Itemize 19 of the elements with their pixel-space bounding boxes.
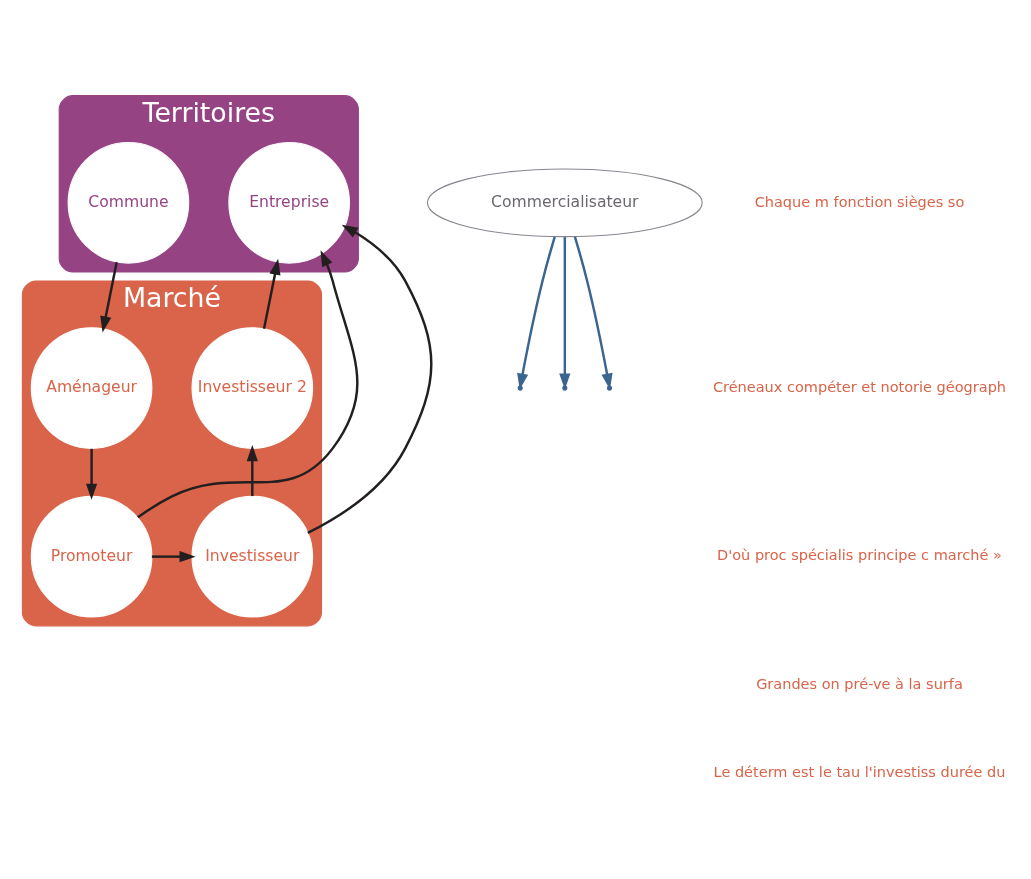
label: Créneaux compéter et notorie géograph <box>712 378 1006 395</box>
node-ellipse: Commercialisateur <box>426 167 703 237</box>
node-circle: Entreprise <box>227 141 350 264</box>
label: Le déterm est le tau l'investiss durée du <box>713 763 1005 780</box>
label: Grandes on pré-ve à la surfa <box>755 675 963 692</box>
label: Chaque m fonction sièges so <box>754 193 964 210</box>
arrow <box>573 235 613 390</box>
node-circle: Aménageur <box>30 326 152 449</box>
arrow <box>262 258 280 329</box>
node-circle: Investisseur <box>191 495 313 617</box>
arrow <box>99 261 118 332</box>
arrow <box>85 448 97 500</box>
node-circle: Commune <box>67 141 189 264</box>
node-circle: Investisseur 2 <box>191 326 313 449</box>
node-circle: Promoteur <box>30 495 152 617</box>
arrow <box>246 444 258 496</box>
arrow <box>151 550 196 562</box>
label: D'où proc spécialis principe c marché » <box>716 546 1002 563</box>
arrow <box>136 249 358 518</box>
